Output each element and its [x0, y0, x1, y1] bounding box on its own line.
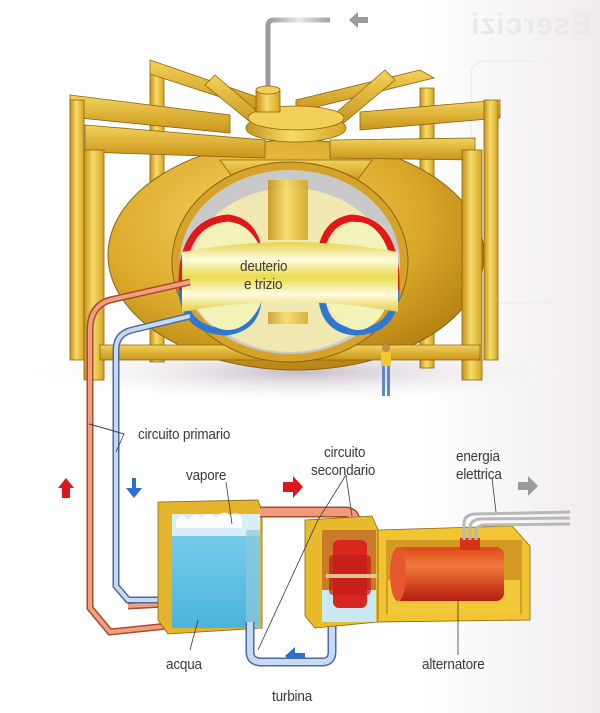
- label-secondary-circuit-line1: circuito: [324, 444, 366, 461]
- steam-flow-right-arrow-icon: [283, 476, 303, 498]
- plasma-band: [182, 242, 398, 312]
- label-plasma-line2: e trizio: [244, 276, 283, 293]
- leader-lines: [88, 423, 497, 655]
- label-primary-circuit: circuito primario: [138, 426, 231, 443]
- steam-generator: [157, 499, 263, 635]
- label-alternator: alternatore: [422, 656, 485, 673]
- hot-flow-up-arrow-icon: [58, 478, 74, 498]
- label-steam: vapore: [186, 467, 227, 484]
- cold-flow-down-arrow-icon: [126, 478, 142, 498]
- plasma-torus: [178, 180, 400, 336]
- label-plasma-line1: deuterio: [240, 258, 288, 275]
- radial-beams: [69, 69, 501, 161]
- central-solenoid: [268, 180, 308, 240]
- turbine-rotor: [326, 540, 382, 608]
- turbine-housing: [304, 515, 382, 629]
- label-turbine: turbina: [272, 688, 313, 705]
- alternator-cylinder: [394, 547, 504, 601]
- label-water: acqua: [166, 656, 202, 673]
- person-scale-figure: [381, 344, 391, 396]
- label-secondary-circuit-line2: secondario: [311, 462, 376, 479]
- fuel-inlet-pipe: [265, 12, 368, 92]
- alternator-housing: [377, 525, 531, 623]
- power-cables: [462, 510, 571, 540]
- fuel-input-arrow-icon: [349, 12, 368, 28]
- electricity-output-arrow-icon: [518, 476, 538, 496]
- steam-clouds: [176, 512, 242, 528]
- label-electric-energy-line1: energia: [456, 448, 500, 465]
- label-electric-energy-line2: elettrica: [456, 466, 502, 483]
